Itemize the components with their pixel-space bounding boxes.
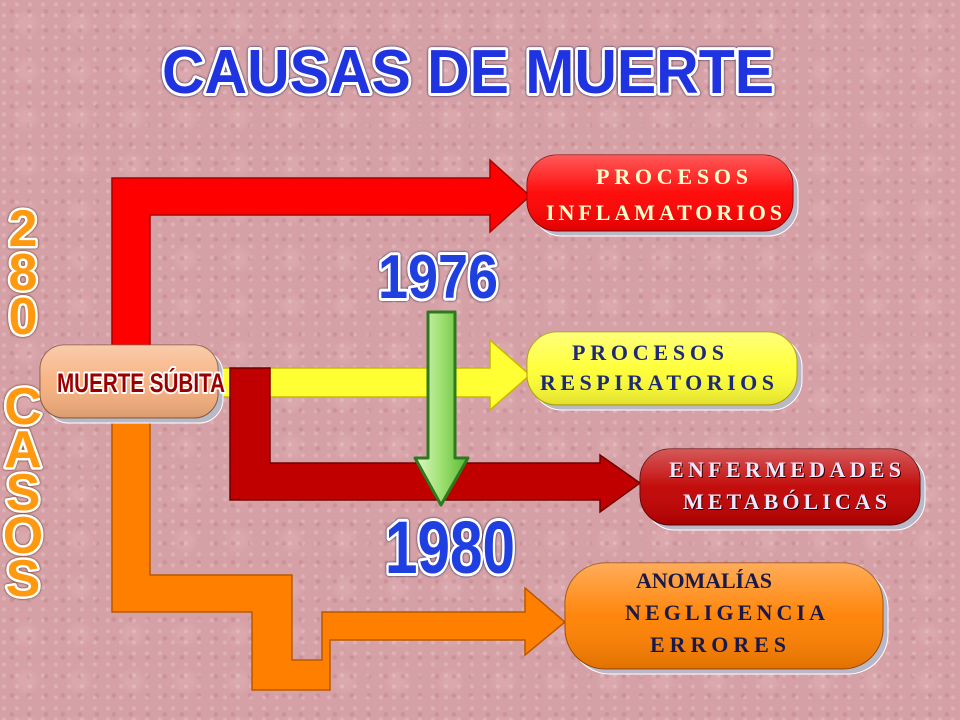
page-title: CAUSAS DE MUERTE xyxy=(162,38,774,107)
side-label-word-char: C xyxy=(4,378,42,436)
arrow-to-inflamatorios xyxy=(111,158,532,349)
side-label-number-char: 8 xyxy=(9,244,38,302)
year-start: 1976 xyxy=(378,243,498,312)
branch-box-line: ANOMALÍAS xyxy=(636,568,772,593)
side-label-word-char: S xyxy=(6,464,41,522)
center-node: MUERTE SÚBITA xyxy=(39,344,227,424)
year-end: 1980 xyxy=(385,506,515,589)
branch-box-respiratorios: PROCESOS RESPIRATORIOS xyxy=(526,331,803,411)
branch-box-line: PROCESOS xyxy=(596,164,748,189)
branch-box-line: RESPIRATORIOS xyxy=(540,370,774,395)
center-node-gloss xyxy=(40,345,218,418)
branch-box-line: NEGLIGENCIA xyxy=(625,600,825,625)
branch-box-line: ERRORES xyxy=(650,632,786,657)
branch-box-gloss xyxy=(565,563,883,669)
branch-box-anomalias: ANOMALÍAS NEGLIGENCIA ERRORES xyxy=(564,562,889,675)
center-node-label: MUERTE SÚBITA xyxy=(57,367,225,398)
branch-box-gloss xyxy=(640,449,920,525)
branch-box-inflamatorios: PROCESOS INFLAMATORIOS xyxy=(526,154,799,237)
side-label-word-char: O xyxy=(3,507,43,565)
branch-box-line: ENFERMEDADES xyxy=(669,457,901,482)
side-label-number-char: 0 xyxy=(9,288,38,346)
side-label-number-char: 2 xyxy=(9,200,38,258)
side-label-word-char: S xyxy=(6,550,41,608)
branch-box-metabolicas: ENFERMEDADES METABÓLICAS xyxy=(639,448,926,531)
branch-box-gloss xyxy=(527,332,797,405)
arrow-to-metabolicas xyxy=(229,367,642,514)
arrow-to-anomalias xyxy=(111,417,567,691)
branch-box-line: METABÓLICAS xyxy=(683,489,887,514)
side-label-vertical: 2 8 0 C A S O S xyxy=(0,198,45,611)
branch-box-line: INFLAMATORIOS xyxy=(546,200,782,225)
branch-box-gloss xyxy=(527,155,793,231)
branch-box-line: PROCESOS xyxy=(572,340,724,365)
side-label-word-char: A xyxy=(4,421,42,479)
timeline-down-arrow xyxy=(413,310,470,507)
